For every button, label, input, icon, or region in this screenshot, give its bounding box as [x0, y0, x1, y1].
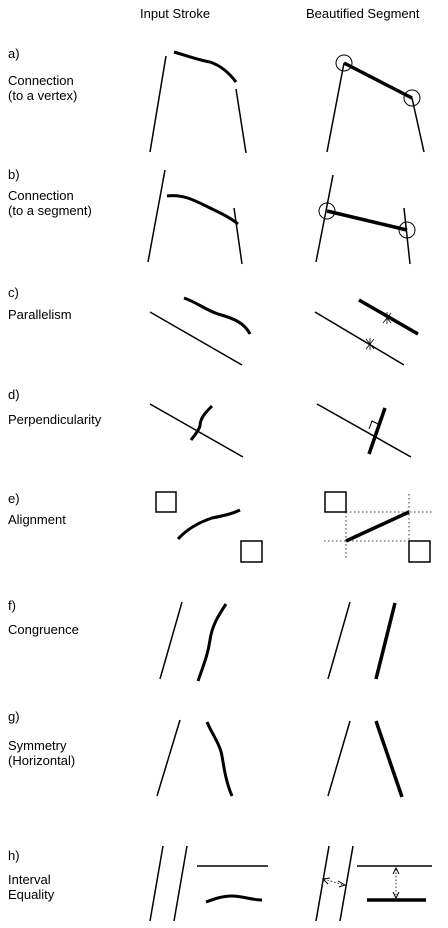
row-h-label: Interval Equality [8, 872, 55, 902]
segment-snap-circle [318, 202, 336, 220]
vertex-snap-circle [335, 54, 353, 72]
row-f-label: Congruence [8, 622, 79, 637]
arrowhead [392, 866, 400, 875]
row-e-output [324, 491, 432, 563]
row-f-letter: f) [8, 598, 16, 613]
row-b-label: Connection (to a segment) [8, 188, 92, 218]
input-stroke [183, 296, 252, 335]
reference-square [155, 491, 177, 513]
arrowhead [337, 880, 347, 888]
input-stroke [166, 194, 239, 226]
arrowhead [321, 877, 331, 885]
row-d-label: Perpendicularity [8, 412, 102, 427]
reference-segment [327, 720, 351, 797]
row-a-output [326, 54, 425, 153]
row-c-output [314, 298, 419, 366]
row-b-input [147, 169, 243, 265]
row-a-letter: a) [8, 46, 20, 61]
input-stroke [189, 404, 214, 441]
input-stroke [173, 50, 238, 83]
beautified-segment [367, 407, 387, 455]
row-d-input [149, 403, 244, 458]
input-stroke-header: Input Stroke [140, 6, 211, 21]
beautified-segment [343, 61, 413, 100]
reference-segment [315, 845, 330, 922]
context-segment [403, 207, 411, 265]
row-e-letter: e) [8, 491, 20, 506]
row-h-output [315, 845, 432, 922]
row-f-input [159, 601, 228, 682]
input-stroke [196, 603, 228, 682]
context-segment [326, 62, 345, 153]
segment-snap-circle [398, 221, 416, 239]
reference-square [408, 540, 431, 563]
row-c-label: Parallelism [8, 307, 72, 322]
beautified-segment [358, 298, 419, 336]
parallel-marker [365, 338, 375, 350]
vertex-snap-circle [403, 89, 421, 107]
context-segment [235, 88, 247, 154]
beautified-segment [345, 510, 410, 543]
row-a-input [149, 50, 247, 154]
row-h-letter: h) [8, 848, 20, 863]
row-h-input [149, 845, 268, 922]
reference-square [240, 540, 263, 563]
beautified-segment [326, 209, 408, 232]
reference-segment [159, 601, 183, 680]
row-g-letter: g) [8, 709, 20, 724]
beautified-segment [374, 720, 404, 798]
input-stroke [176, 508, 241, 541]
input-stroke [205, 721, 234, 797]
parallel-marker [382, 312, 392, 324]
context-segment [147, 169, 166, 263]
row-g-output [327, 720, 404, 798]
reference-segment [339, 845, 354, 922]
reference-segment [156, 719, 181, 797]
beautified-segment [374, 602, 397, 680]
reference-segment [173, 845, 188, 922]
row-g-label: Symmetry (Horizontal) [8, 738, 76, 768]
context-segment [149, 55, 167, 153]
row-c-input [149, 296, 252, 366]
beautified-segment-header: Beautified Segment [306, 6, 420, 21]
row-e-input [155, 491, 263, 563]
reference-line [316, 403, 412, 458]
row-b-letter: b) [8, 167, 20, 182]
row-e-label: Alignment [8, 512, 66, 527]
row-a-label: Connection (to a vertex) [8, 73, 78, 103]
arrowhead [392, 891, 400, 900]
reference-square [324, 491, 347, 513]
row-b-output [315, 174, 416, 265]
interval-marker [323, 878, 345, 886]
reference-segment [149, 845, 164, 922]
reference-line [314, 311, 405, 366]
row-f-output [327, 601, 397, 680]
input-stroke [205, 894, 263, 904]
context-segment [411, 97, 425, 153]
reference-line [149, 311, 243, 366]
context-segment [233, 207, 243, 265]
row-g-input [156, 719, 234, 797]
row-d-letter: d) [8, 387, 20, 402]
row-c-letter: c) [8, 285, 19, 300]
reference-segment [327, 601, 351, 680]
right-angle-marker [368, 420, 381, 430]
row-d-output [316, 403, 412, 458]
